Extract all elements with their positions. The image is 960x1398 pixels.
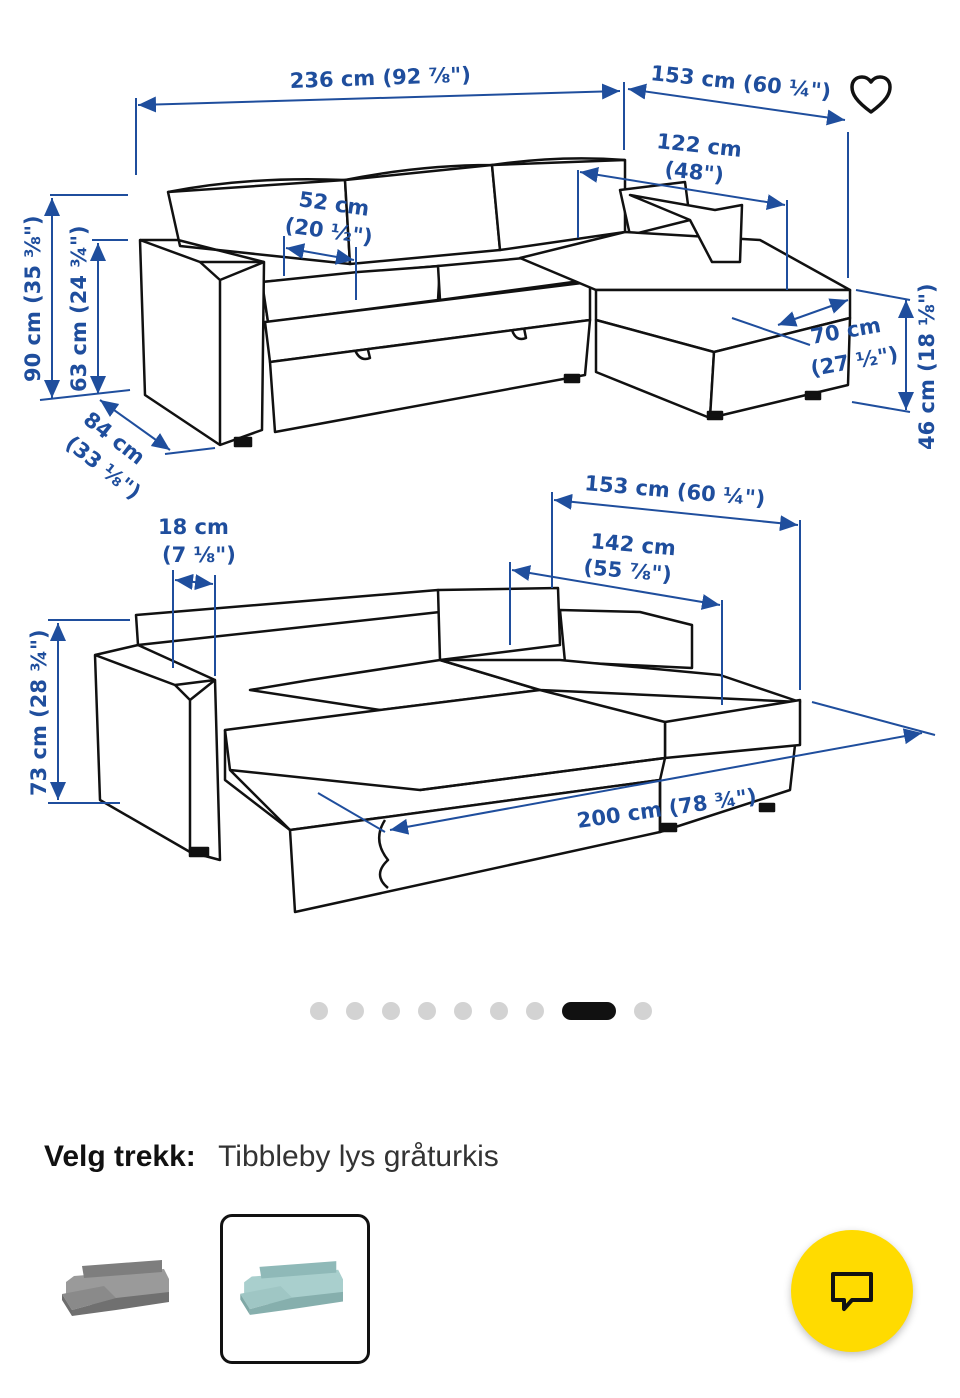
cover-swatch-grey[interactable] xyxy=(44,1214,194,1364)
gallery-dot-2[interactable] xyxy=(346,1002,364,1020)
dim-height: 90 cm (35 ⅜") xyxy=(21,215,45,382)
favourite-button[interactable] xyxy=(846,70,896,120)
dim-bed-height: 73 cm (28 ¾") xyxy=(27,629,51,796)
dim-chaise-width: 153 cm (60 ¼") xyxy=(649,61,832,104)
dim-bed-chaise-width: 153 cm (60 ¼") xyxy=(584,471,767,511)
chat-button[interactable] xyxy=(791,1230,913,1352)
heart-icon xyxy=(850,75,892,114)
sofa-thumbnail-grey xyxy=(62,1260,169,1316)
gallery-dot-3[interactable] xyxy=(382,1002,400,1020)
dim-width-total: 236 cm (92 ⅞") xyxy=(289,63,471,93)
sofa-thumbnail-turquoise xyxy=(240,1261,343,1315)
gallery-dot-1[interactable] xyxy=(310,1002,328,1020)
dim-seat-height: 46 cm (18 ⅛") xyxy=(915,283,939,450)
dimension-drawing: 236 cm (92 ⅞") 153 cm (60 ¼") 122 cm (48… xyxy=(21,61,939,914)
gallery-pagination xyxy=(0,998,960,1024)
dim-armrest-width: 18 cm xyxy=(158,515,229,539)
dim-armrest-height: 63 cm (24 ¾") xyxy=(67,225,91,392)
cover-swatch-light-grey-turquoise[interactable] xyxy=(220,1214,370,1364)
cover-label: Velg trekk: xyxy=(44,1140,196,1173)
gallery-dot-6[interactable] xyxy=(490,1002,508,1020)
dim-armrest-width-in: (7 ⅛") xyxy=(162,543,236,567)
gallery-dot-4[interactable] xyxy=(418,1002,436,1020)
gallery-dot-9[interactable] xyxy=(634,1002,652,1020)
chat-icon xyxy=(831,1272,873,1311)
gallery-dot-7[interactable] xyxy=(526,1002,544,1020)
gallery-dot-8[interactable] xyxy=(562,1002,616,1020)
gallery-dot-5[interactable] xyxy=(454,1002,472,1020)
sofa-drawing-bottom xyxy=(93,586,802,914)
product-image-gallery[interactable]: 236 cm (92 ⅞") 153 cm (60 ¼") 122 cm (48… xyxy=(0,0,960,980)
cover-selector: Velg trekk: Tibbleby lys gråturkis xyxy=(44,1140,499,1174)
cover-value: Tibbleby lys gråturkis xyxy=(218,1140,499,1173)
dim-bed-width-in: (55 ⅞") xyxy=(583,555,673,587)
sofa-drawing-top xyxy=(138,157,852,448)
